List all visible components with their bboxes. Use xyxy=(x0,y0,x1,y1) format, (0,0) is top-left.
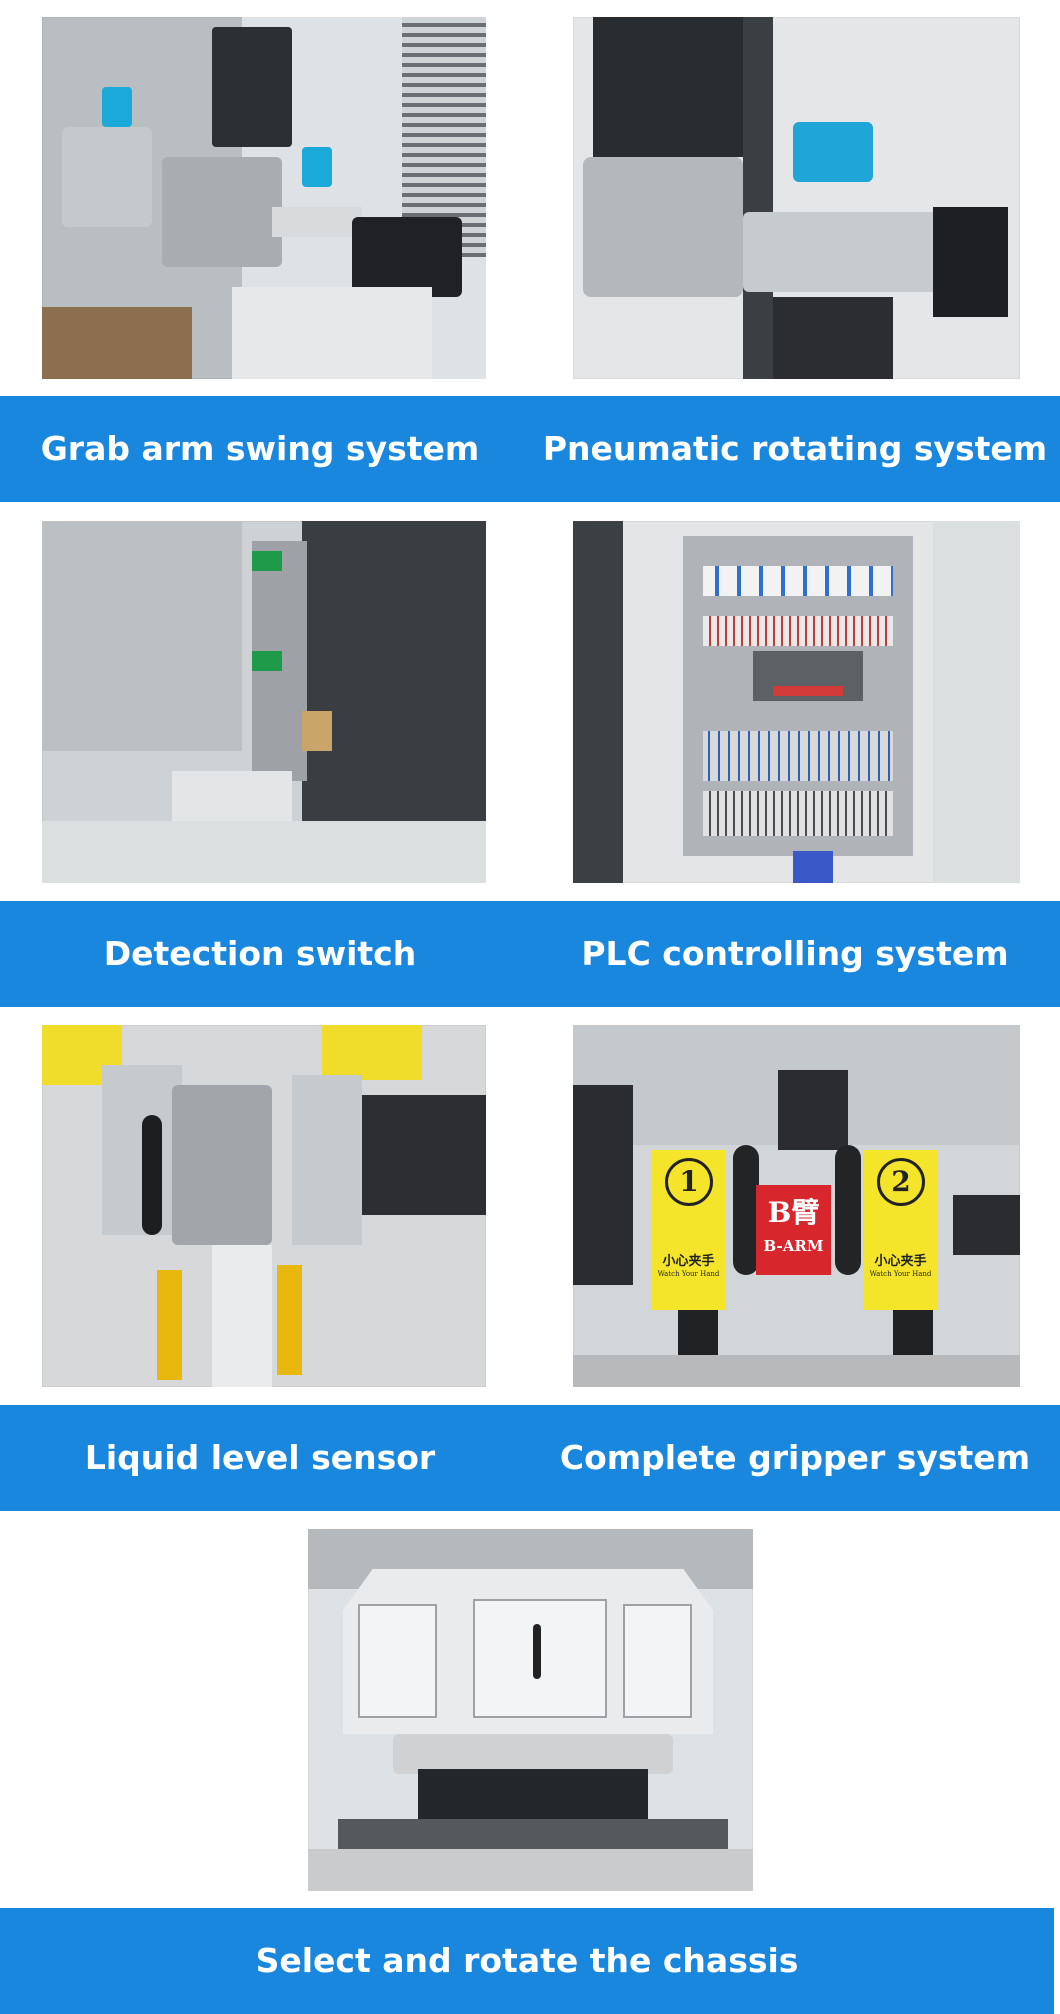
photo-door-left xyxy=(358,1604,437,1718)
gripper-sign-1: 1 小心夹手 Watch Your Hand xyxy=(651,1150,726,1310)
photo-gearbox xyxy=(172,1085,272,1245)
photo-handle xyxy=(533,1624,541,1679)
photo-rotary-joint xyxy=(793,122,873,182)
photo-breakers xyxy=(703,566,893,596)
photo-wheel-right xyxy=(835,1145,861,1275)
photo-yellow-strip-2 xyxy=(277,1265,302,1375)
photo-blue-valve-2 xyxy=(302,147,332,187)
photo-hose xyxy=(142,1115,162,1235)
sign-warning-cn-2: 小心夹手 xyxy=(874,1254,927,1269)
caption-band-1: Grab arm swing system Pneumatic rotating… xyxy=(0,396,1060,502)
caption-pneumatic-rotating: Pneumatic rotating system xyxy=(542,429,1048,468)
photo-motor-right xyxy=(953,1195,1020,1255)
photo-rail xyxy=(212,1245,272,1387)
photo-turntable xyxy=(393,1734,673,1774)
photo-pneumatic-rotating xyxy=(573,17,1020,379)
photo-liquid-level-sensor xyxy=(42,1025,486,1387)
photo-green-block-2 xyxy=(252,651,282,671)
sign-warning-en-2: Watch Your Hand xyxy=(869,1270,932,1278)
photo-shaft xyxy=(272,207,362,237)
caption-grab-arm-swing: Grab arm swing system xyxy=(40,429,480,468)
sign-warning-cn-1: 小心夹手 xyxy=(662,1254,715,1269)
photo-black-cylinder xyxy=(362,1095,486,1215)
photo-motor xyxy=(593,17,743,157)
photo-cabinet xyxy=(232,287,432,379)
photo-motor-left xyxy=(573,1085,633,1285)
photo-cabinet-door xyxy=(573,521,623,883)
photo-plate xyxy=(338,1819,728,1849)
photo-wires-2 xyxy=(703,791,893,836)
photo-door-right xyxy=(623,1604,692,1718)
caption-plc-controlling: PLC controlling system xyxy=(581,934,1009,973)
photo-base xyxy=(773,297,893,379)
photo-complete-gripper: 1 小心夹手 Watch Your Hand B臂 B-ARM 2 小心夹手 W… xyxy=(573,1025,1020,1387)
photo-dark-opening xyxy=(933,207,1008,317)
photo-gearbox xyxy=(162,157,282,267)
photo-gearbox-2 xyxy=(62,127,152,227)
photo-blue-valve xyxy=(102,87,132,127)
photo-rotate-chassis xyxy=(308,1529,753,1891)
photo-motor-black xyxy=(352,217,462,297)
photo-side-panel xyxy=(933,521,1020,883)
photo-grab-arm-swing xyxy=(42,17,486,379)
photo-floor xyxy=(573,1355,1020,1387)
caption-band-4: Select and rotate the chassis xyxy=(0,1908,1054,2014)
photo-plc-controlling xyxy=(573,521,1020,883)
gripper-sign-b-arm: B臂 B-ARM xyxy=(756,1185,831,1275)
sign-number-2: 2 xyxy=(877,1158,925,1206)
photo-column xyxy=(743,17,773,379)
sign-number-1: 1 xyxy=(665,1158,713,1206)
photo-blue-cap xyxy=(793,851,833,883)
photo-gripper-right xyxy=(292,1075,362,1245)
photo-floor xyxy=(42,821,486,883)
sign-b-arm-en: B-ARM xyxy=(763,1237,824,1255)
caption-liquid-level-sensor: Liquid level sensor xyxy=(84,1438,436,1477)
photo-floor xyxy=(308,1849,753,1891)
sign-warning-en-1: Watch Your Hand xyxy=(657,1270,720,1278)
photo-wheel-left xyxy=(733,1145,759,1275)
sign-b-arm-cn: B臂 xyxy=(767,1196,820,1229)
photo-motor-center xyxy=(778,1070,848,1150)
caption-band-3: Liquid level sensor Complete gripper sys… xyxy=(0,1405,1060,1511)
photo-motor xyxy=(212,27,292,147)
photo-cylinder-body xyxy=(743,212,943,292)
caption-band-2: Detection switch PLC controlling system xyxy=(0,901,1060,1007)
caption-complete-gripper: Complete gripper system xyxy=(559,1438,1031,1477)
photo-plc-leds xyxy=(773,686,843,696)
photo-detection-switch xyxy=(42,521,486,883)
photo-dark-panel xyxy=(302,521,486,851)
gripper-sign-2: 2 小心夹手 Watch Your Hand xyxy=(863,1150,938,1310)
caption-rotate-chassis: Select and rotate the chassis xyxy=(255,1941,799,1980)
photo-plate xyxy=(42,521,242,751)
photo-yellow-tag-2 xyxy=(322,1025,422,1080)
photo-sensor-bracket xyxy=(302,711,332,751)
photo-green-block xyxy=(252,551,282,571)
photo-gearbox xyxy=(583,157,743,297)
photo-floor xyxy=(42,307,192,379)
photo-wires xyxy=(703,731,893,781)
caption-detection-switch: Detection switch xyxy=(103,934,417,973)
photo-terminals xyxy=(703,616,893,646)
photo-yellow-strip xyxy=(157,1270,182,1380)
